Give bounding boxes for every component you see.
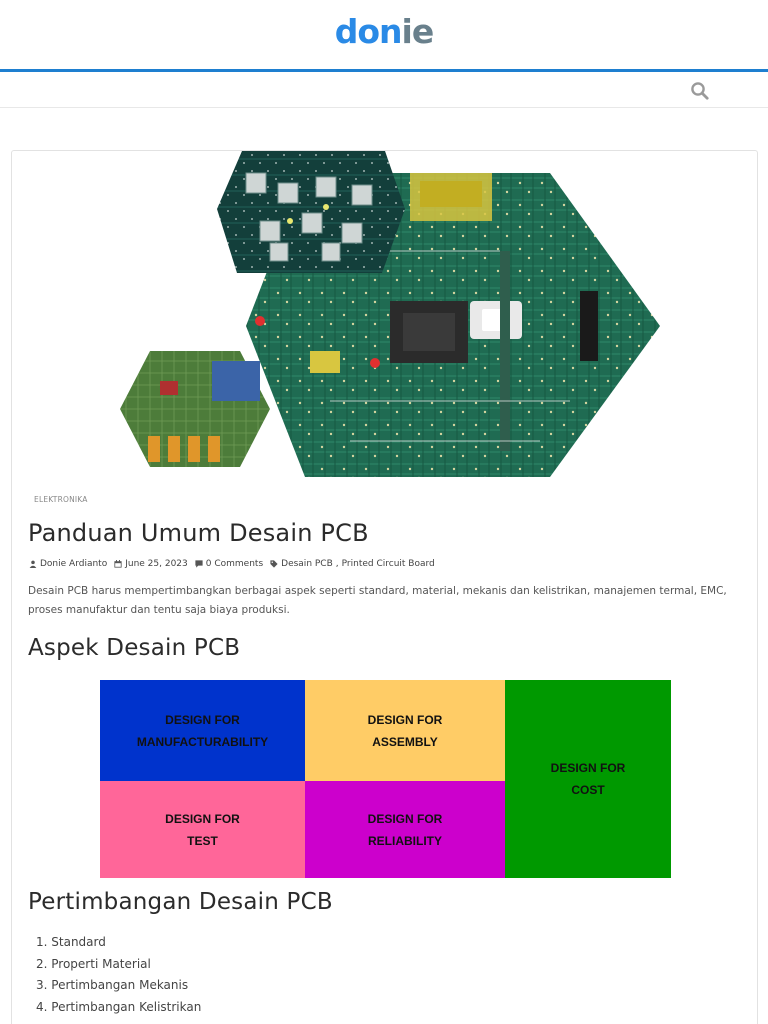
section-heading-pertimbangan: Pertimbangan Desain PCB — [28, 889, 333, 915]
comment-icon — [195, 560, 203, 568]
site-logo[interactable]: donie — [0, 12, 768, 51]
cell-label: DESIGN FOR RELIABILITY — [367, 811, 443, 848]
comments-meta[interactable]: 0 Comments — [195, 559, 263, 569]
search-icon[interactable] — [690, 81, 710, 101]
considerations-list: 1. Standard 2. Properti Material 3. Pert… — [36, 932, 201, 1018]
list-item: 4. Pertimbangan Kelistrikan — [36, 999, 202, 1014]
post-meta: Donie Ardianto June 25, 2023 0 Comments … — [29, 559, 442, 569]
post-card: ELEKTRONIKA Panduan Umum Desain PCB Doni… — [11, 150, 758, 1024]
tag-link-desain-pcb[interactable]: Desain PCB — [281, 559, 333, 569]
cell-label: DESIGN FOR COST — [550, 761, 626, 797]
post-category[interactable]: ELEKTRONIKA — [34, 495, 88, 504]
cell-design-for-manufacturability: DESIGN FOR MANUFACTURABILITY — [100, 680, 305, 781]
featured-image[interactable] — [120, 151, 660, 477]
author-meta[interactable]: Donie Ardianto — [29, 559, 107, 569]
search-bar — [0, 72, 768, 108]
header-accent-line — [0, 69, 768, 72]
site-header: donie — [0, 0, 768, 70]
list-item: 2. Properti Material — [36, 956, 151, 971]
cell-label: DESIGN FOR MANUFACTURABILITY — [136, 712, 269, 749]
design-aspects-diagram: DESIGN FOR MANUFACTURABILITY DESIGN FOR … — [100, 680, 671, 878]
cell-label: DESIGN FOR ASSEMBLY — [367, 712, 443, 749]
section-heading-aspek: Aspek Desain PCB — [28, 635, 241, 661]
tag-icon — [270, 560, 278, 568]
user-icon — [29, 560, 37, 568]
tags-meta: Desain PCB , Printed Circuit Board — [270, 559, 435, 569]
logo-text-part1: do — [334, 12, 380, 51]
calendar-icon — [114, 560, 122, 568]
cell-design-for-test: DESIGN FOR TEST — [100, 781, 305, 878]
date-link[interactable]: June 25, 2023 — [125, 559, 188, 569]
logo-text-part3: ie — [401, 12, 435, 51]
tag-link-printed-circuit-board[interactable]: Printed Circuit Board — [341, 559, 435, 569]
list-item: 1. Standard — [36, 935, 106, 949]
comments-link[interactable]: 0 Comments — [205, 559, 264, 569]
cell-label: DESIGN FOR TEST — [165, 811, 240, 848]
list-item: 3. Pertimbangan Mekanis — [36, 978, 189, 992]
tag-separator: , — [335, 559, 339, 569]
date-meta[interactable]: June 25, 2023 — [114, 559, 188, 569]
cell-design-for-assembly: DESIGN FOR ASSEMBLY — [305, 680, 505, 781]
logo-text-part2: n — [379, 12, 402, 51]
author-link[interactable]: Donie Ardianto — [40, 559, 108, 569]
post-excerpt: Desain PCB harus mempertimbangkan berbag… — [28, 585, 727, 616]
cell-design-for-cost: DESIGN FOR COST — [505, 680, 671, 878]
cell-design-for-reliability: DESIGN FOR RELIABILITY — [305, 781, 505, 878]
post-title[interactable]: Panduan Umum Desain PCB — [28, 519, 369, 547]
